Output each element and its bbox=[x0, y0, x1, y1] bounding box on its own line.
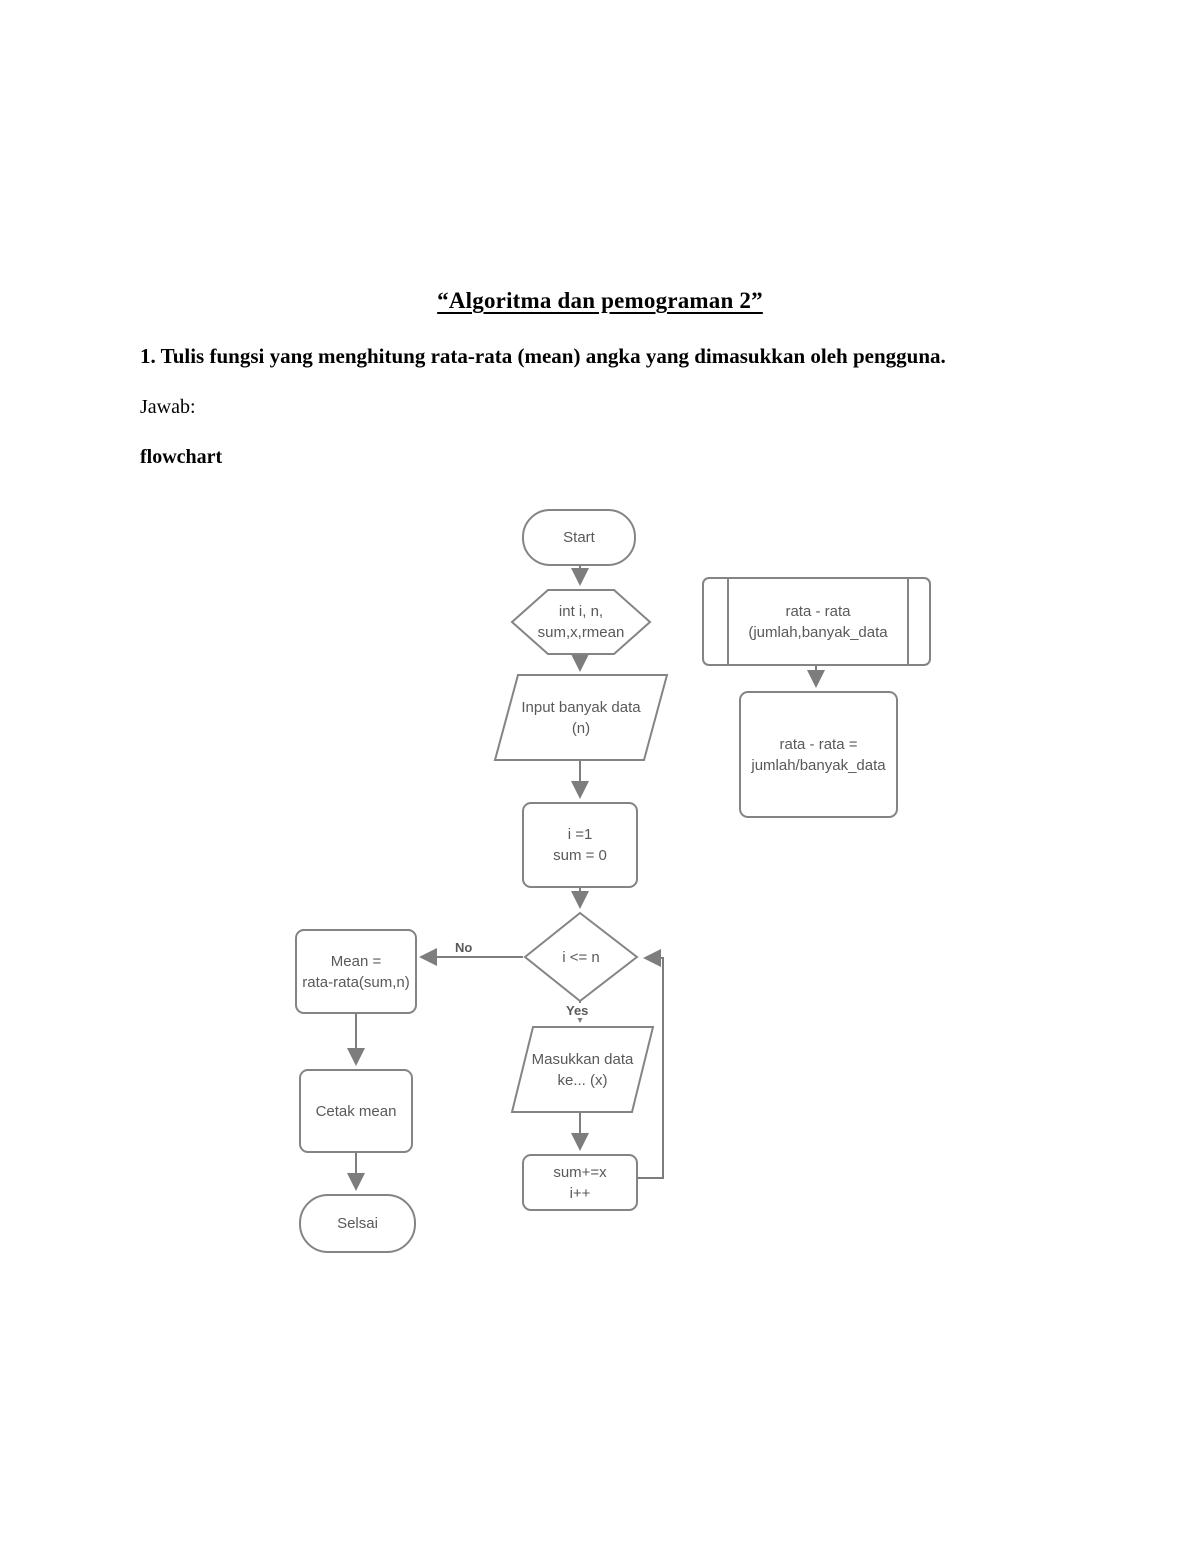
print-node-label: Cetak mean bbox=[315, 1102, 397, 1120]
no-edge-label: No bbox=[452, 940, 476, 955]
condition-node-label: i <= n bbox=[562, 948, 600, 966]
mean-node-label: Mean = rata-rata(sum,n) bbox=[302, 952, 410, 991]
init-process-shape bbox=[522, 802, 638, 888]
formula-node-label: rata - rata = jumlah/banyak_data bbox=[751, 735, 886, 774]
edge-accumulate-loopback bbox=[637, 949, 664, 1179]
start-terminator-shape bbox=[522, 509, 636, 566]
declare-hexagon-shape bbox=[510, 589, 652, 655]
end-node-label: Selsai bbox=[337, 1215, 378, 1232]
subroutine-predefined-shape bbox=[702, 577, 931, 666]
condition-diamond-shape bbox=[523, 911, 639, 1003]
flowchart-shapes bbox=[295, 509, 931, 1253]
formula-process-shape bbox=[739, 691, 898, 818]
accumulate-node-label: sum+=x i++ bbox=[553, 1163, 607, 1202]
end-terminator-shape bbox=[299, 1194, 416, 1253]
yes-edge-label: Yes bbox=[563, 1003, 592, 1018]
question-text: 1. Tulis fungsi yang menghitung rata-rat… bbox=[140, 344, 946, 368]
declare-node-label: int i, n, sum,x,rmean bbox=[537, 603, 625, 641]
init-node-label: i =1 sum = 0 bbox=[553, 826, 607, 864]
input-n-parallelogram-shape bbox=[493, 674, 669, 761]
input-x-node-label: Masukkan data ke... (x) bbox=[531, 1050, 634, 1089]
flowchart-edges bbox=[347, 565, 825, 1191]
input-n-node-label: Input banyak data (n) bbox=[521, 698, 641, 737]
subroutine-node-label: rata - rata (jumlah,banyak_data bbox=[748, 602, 888, 641]
print-process-shape bbox=[299, 1069, 413, 1153]
start-node-label: Start bbox=[563, 529, 595, 546]
flowchart-section-label: flowchart bbox=[140, 446, 223, 468]
accumulate-process-shape bbox=[522, 1154, 638, 1211]
input-x-parallelogram-shape bbox=[510, 1026, 655, 1113]
mean-process-shape bbox=[295, 929, 417, 1014]
answer-label: Jawab: bbox=[140, 396, 196, 418]
page-title: “Algoritma dan pemograman 2” bbox=[437, 288, 763, 313]
